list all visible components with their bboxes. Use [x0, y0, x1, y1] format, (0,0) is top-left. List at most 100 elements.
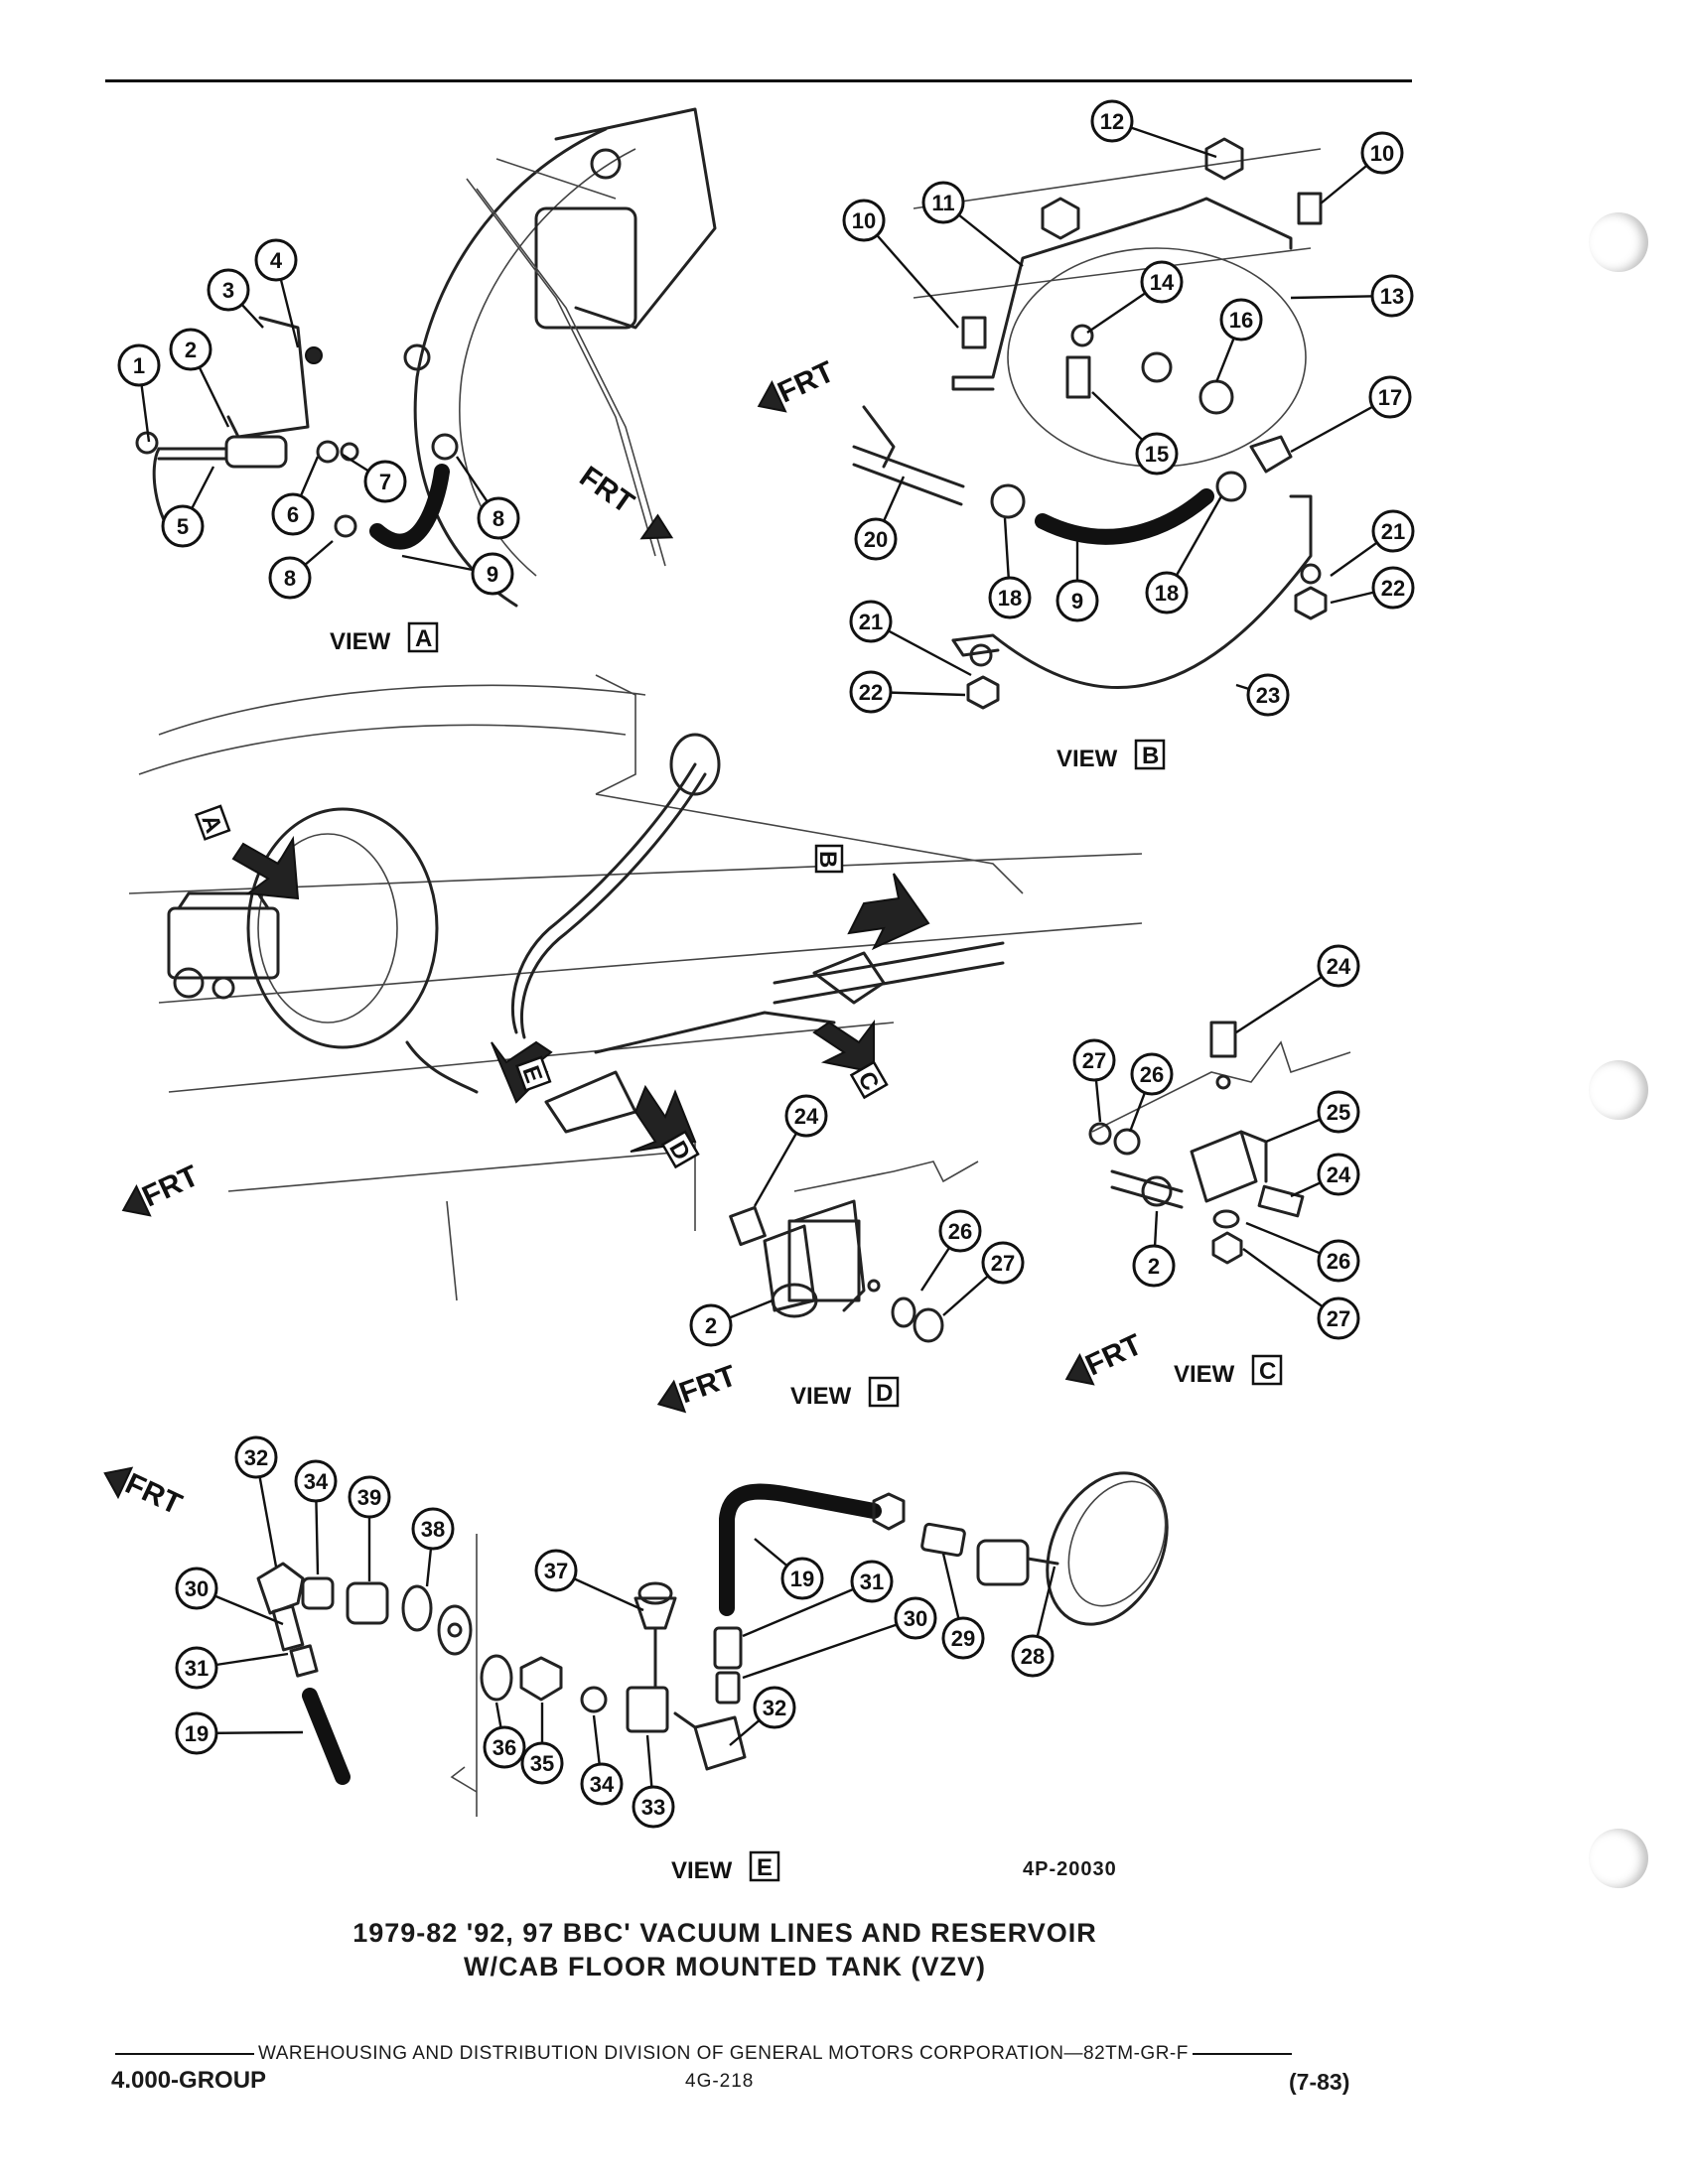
callout-bubble [471, 552, 514, 596]
callout-leader [742, 1616, 916, 1680]
callout-number: 28 [1021, 1644, 1045, 1669]
callout-bubble [941, 1616, 985, 1660]
callout-bubble [534, 1549, 578, 1592]
callout-number: 15 [1145, 442, 1169, 467]
footer-line: WAREHOUSING AND DISTRIBUTION DIVISION OF… [111, 2043, 1372, 2065]
callout-bubble [1246, 673, 1290, 717]
callout-view-b-12: 12 [1090, 99, 1217, 159]
callout-number: 6 [287, 502, 299, 527]
callout-number: 24 [794, 1104, 819, 1129]
callout-view-a-4: 4 [254, 238, 300, 348]
callout-number: 30 [904, 1606, 927, 1631]
callout-bubble [294, 1459, 338, 1503]
view-letter: C [1259, 1358, 1276, 1385]
callout-view-b-21: 21 [849, 600, 972, 677]
callout-number: 8 [284, 566, 296, 591]
callout-view-e-19: 19 [754, 1538, 824, 1600]
callout-number: 1 [133, 353, 145, 378]
callout-bubble [1072, 1038, 1116, 1082]
callout-view-e-39: 39 [348, 1475, 391, 1581]
callout-number: 24 [1327, 954, 1351, 979]
frt-label: FRT [1080, 1328, 1147, 1383]
callout-number: 2 [705, 1313, 717, 1338]
callout-view-a-8: 8 [268, 540, 334, 600]
callout-bubble [1056, 579, 1099, 622]
callout-number: 25 [1327, 1100, 1350, 1125]
callout-number: 12 [1100, 109, 1124, 134]
callout-bubble [234, 1435, 278, 1479]
view-word: VIEW [790, 1383, 852, 1410]
callout-view-e-29: 29 [941, 1553, 985, 1660]
callout-view-c-2: 2 [1132, 1210, 1176, 1288]
top-rule [105, 79, 1412, 82]
callout-view-b-18: 18 [988, 517, 1032, 619]
callout-view-a-9: 9 [401, 552, 514, 596]
callout-view-a-1: 1 [117, 343, 161, 443]
callout-view-e-36: 36 [483, 1702, 526, 1769]
callout-bubble [254, 238, 298, 282]
callout-view-b-13: 13 [1290, 274, 1414, 318]
frt-label: FRT [773, 355, 839, 410]
callout-bubble [938, 1209, 982, 1253]
callout-view-b-11: 11 [921, 181, 1024, 267]
callout-leader [742, 1579, 873, 1638]
binder-hole-middle [1589, 1060, 1648, 1120]
callout-view-b-20: 20 [854, 476, 906, 561]
callout-bubble [411, 1507, 455, 1551]
callout-number: 36 [493, 1735, 516, 1760]
callout-bubble [175, 1567, 218, 1610]
callout-number: 4 [270, 248, 283, 273]
callout-bubble [1145, 571, 1189, 614]
callout-bubble [1371, 566, 1415, 610]
view-word: VIEW [1174, 1361, 1235, 1388]
callout-view-c-27: 27 [1242, 1248, 1360, 1340]
callout-view-b-16: 16 [1214, 298, 1263, 383]
callout-number: 21 [1381, 519, 1405, 544]
callout-number: 19 [790, 1567, 814, 1591]
callout-number: 9 [487, 562, 498, 587]
view-letter: E [757, 1854, 773, 1881]
callout-bubble [175, 1646, 218, 1690]
callout-bubble [1368, 375, 1412, 419]
footer-text: WAREHOUSING AND DISTRIBUTION DIVISION OF… [258, 2043, 1189, 2064]
frt-indicator-b: FRT [757, 355, 839, 413]
callout-number: 34 [590, 1772, 615, 1797]
caption-line-1: 1979-82 '92, 97 BBC' VACUUM LINES AND RE… [352, 1918, 1097, 1948]
callout-number: 17 [1378, 385, 1402, 410]
callout-bubble [363, 460, 407, 503]
callout-view-d-2: 2 [689, 1298, 774, 1347]
callout-view-e-32: 32 [729, 1686, 796, 1746]
callout-bubble [1130, 1052, 1174, 1096]
arrow-letter-c: C [849, 1060, 889, 1100]
callout-bubble [117, 343, 161, 387]
callout-view-e-30: 30 [175, 1567, 284, 1626]
frt-label: FRT [120, 1467, 187, 1522]
callout-number: 16 [1229, 308, 1253, 333]
view-word: VIEW [1056, 746, 1118, 772]
callout-view-c-27: 27 [1072, 1038, 1116, 1123]
view-label-d: VIEW D [790, 1376, 900, 1410]
binder-hole-bottom [1589, 1829, 1648, 1888]
callout-view-d-27: 27 [942, 1241, 1025, 1316]
arrow-letter-d: D [660, 1130, 700, 1169]
caption-line-2: W/CAB FLOOR MOUNTED TANK (VZV) [464, 1952, 986, 1981]
callout-number: 26 [1327, 1249, 1350, 1274]
callout-number: 2 [1148, 1254, 1160, 1279]
callout-bubble [483, 1725, 526, 1769]
callout-bubble [1219, 298, 1263, 341]
view-label-b: VIEW B [1056, 739, 1166, 772]
callout-bubble [580, 1762, 624, 1806]
callout-view-c-26: 26 [1245, 1221, 1360, 1283]
callout-bubble [850, 1560, 894, 1603]
view-label-c: VIEW C [1174, 1354, 1283, 1388]
callout-number: 29 [951, 1626, 975, 1651]
callout-bubble [1090, 99, 1134, 143]
callout-view-a-3: 3 [207, 268, 264, 329]
arrow-letter-e: E [514, 1055, 552, 1092]
callout-number: 18 [998, 586, 1022, 611]
frt-label: FRT [675, 1359, 741, 1410]
callout-view-a-2: 2 [169, 328, 230, 428]
callout-view-e-38: 38 [411, 1507, 455, 1587]
view-word: VIEW [330, 628, 391, 655]
callout-leader [863, 219, 959, 329]
